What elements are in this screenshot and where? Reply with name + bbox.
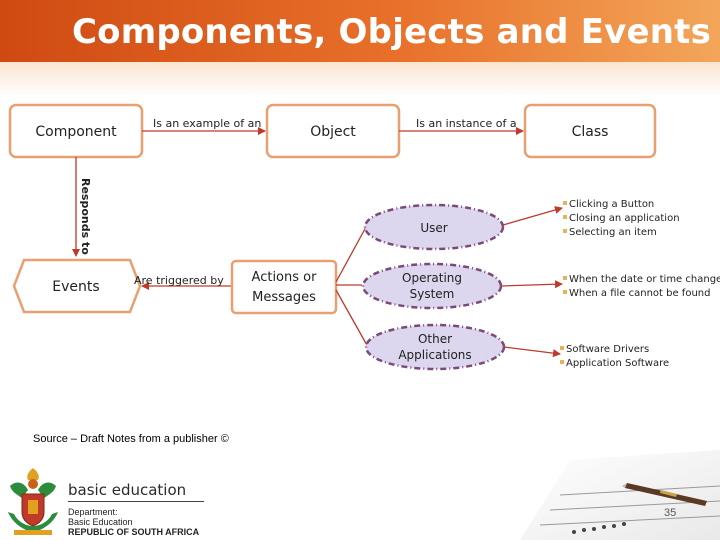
arrow-other-examples	[503, 346, 561, 358]
page-number: 35	[664, 507, 677, 519]
bullet	[563, 229, 567, 233]
header-fade	[0, 62, 720, 96]
other-label-line2: Applications	[398, 348, 471, 362]
os-label-line1: Operating	[402, 271, 462, 285]
department-logo: basic education Department: Basic Educat…	[68, 481, 204, 537]
header-bar	[0, 0, 720, 62]
component-label: Component	[35, 124, 117, 140]
os-example-2: When a file cannot be found	[569, 288, 710, 299]
relation-label-example: Is an example of an	[153, 117, 261, 130]
bullet	[563, 276, 567, 280]
coat-of-arms-icon	[8, 468, 58, 535]
bullet	[563, 215, 567, 219]
actions-box	[230, 259, 338, 315]
logo-line-basic-education: Basic Education	[68, 517, 133, 527]
user-example-3: Selecting an item	[569, 227, 657, 238]
other-example-2: Application Software	[566, 358, 669, 369]
branch-to-other	[335, 289, 369, 348]
arrow-os-examples	[500, 280, 563, 289]
arrow-user-examples	[502, 206, 563, 226]
relation-label-responds: Responds to	[79, 178, 92, 255]
class-label: Class	[572, 124, 609, 140]
logo-name: basic education	[68, 481, 204, 502]
bullet	[563, 290, 567, 294]
user-example-2: Closing an application	[569, 213, 680, 224]
actions-label-line1: Actions or	[252, 270, 318, 285]
pen-notepad-image	[520, 450, 720, 540]
bullet	[563, 201, 567, 205]
source-note: Source – Draft Notes from a publisher ©	[33, 433, 229, 445]
object-label: Object	[310, 124, 356, 140]
bullet	[560, 360, 564, 364]
user-ellipse	[363, 203, 505, 251]
user-label: User	[420, 221, 447, 235]
other-example-1: Software Drivers	[566, 344, 649, 355]
branch-to-user	[335, 226, 367, 283]
actions-label-line2: Messages	[252, 290, 316, 305]
relation-label-instance: Is an instance of a	[416, 117, 517, 130]
events-shape	[12, 258, 142, 314]
events-label: Events	[52, 279, 99, 295]
class-box	[523, 103, 657, 159]
relation-label-triggered: Are triggered by	[134, 274, 224, 287]
user-example-1: Clicking a Button	[569, 199, 654, 210]
os-example-1: When the date or time changes	[569, 274, 720, 285]
other-label-line1: Other	[418, 332, 452, 346]
concept-diagram: Component Object Class Is an example of …	[8, 103, 720, 371]
bullet	[560, 346, 564, 350]
logo-line-republic: REPUBLIC OF SOUTH AFRICA	[68, 527, 200, 537]
os-label-line2: System	[410, 287, 455, 301]
logo-line-department: Department:	[68, 507, 118, 517]
slide-title: Components, Objects and Events	[72, 12, 712, 52]
